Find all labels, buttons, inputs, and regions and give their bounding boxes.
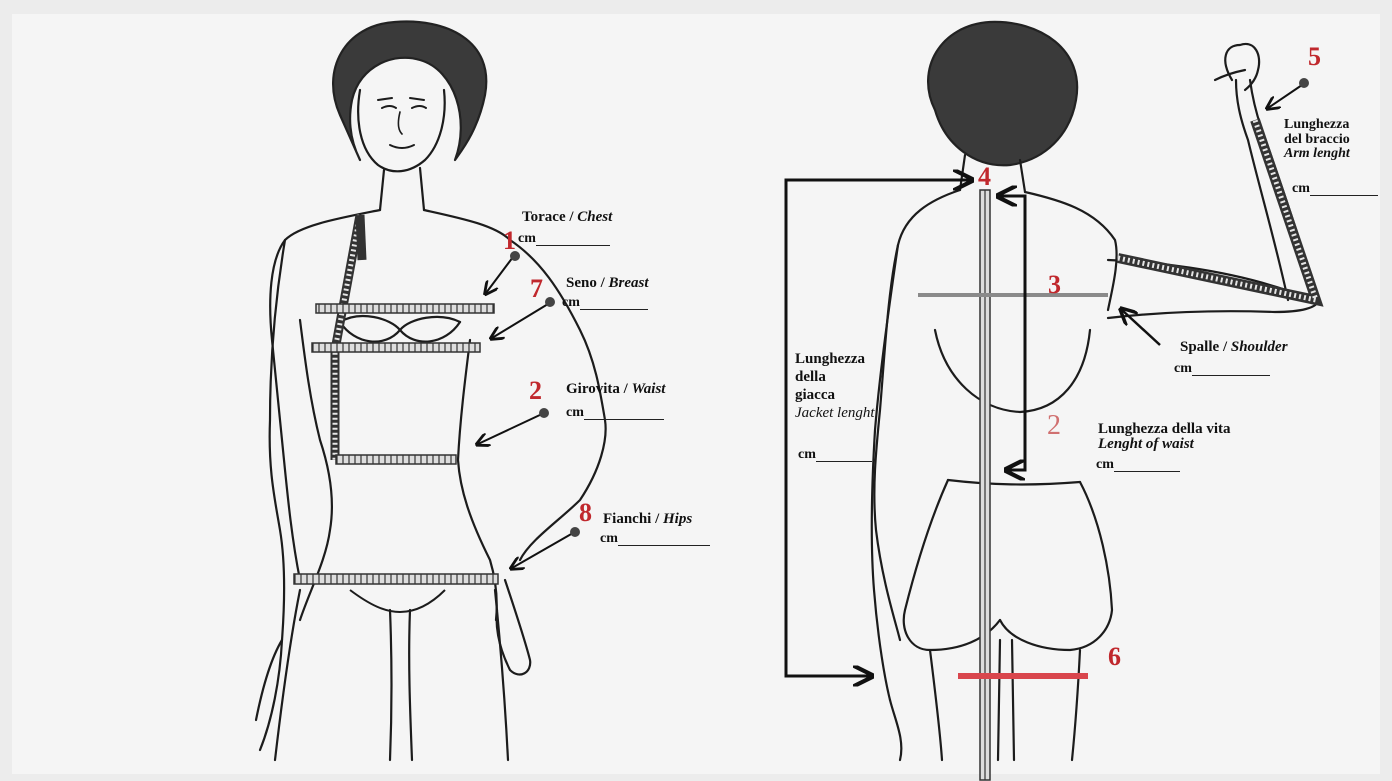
chest-number: 1 (503, 228, 516, 254)
chest-label-en: Chest (577, 209, 612, 225)
arm-label: Lunghezza del braccio Arm lenght (1284, 118, 1350, 162)
chest-label: Torace / Chest (522, 210, 612, 225)
waist-length-label: Lunghezza della vita Lenght of waist (1098, 422, 1231, 452)
hips-number: 8 (579, 500, 592, 526)
hips-label-sep: / (651, 511, 663, 527)
hips-label: Fianchi / Hips (603, 512, 692, 527)
arm-number: 5 (1308, 44, 1321, 70)
waist-input[interactable]: cm (566, 406, 664, 420)
shoulder-input[interactable]: cm (1174, 362, 1270, 376)
arm-label-it-2: del braccio (1284, 133, 1350, 148)
tape-spine (980, 190, 990, 780)
waist-length-number: 2 (1047, 412, 1061, 440)
chest-label-it: Torace (522, 209, 566, 225)
breast-label-it: Seno (566, 275, 597, 291)
hips-input[interactable]: cm (600, 532, 710, 546)
waist-label-en: Waist (632, 381, 666, 397)
jacket-input[interactable]: cm (798, 448, 872, 462)
waist-number: 2 (529, 378, 542, 404)
shoulder-label-it: Spalle (1180, 339, 1219, 355)
waist-length-input[interactable]: cm (1096, 458, 1180, 472)
waist-length-label-it: Lunghezza della vita (1098, 422, 1231, 437)
jacket-label-it-2: della (795, 368, 875, 386)
back-top-number: 4 (978, 164, 991, 190)
breast-unit: cm (562, 295, 580, 310)
tape-breast (312, 343, 480, 352)
breast-input[interactable]: cm (562, 296, 648, 310)
shoulder-number: 3 (1048, 272, 1061, 298)
chest-input[interactable]: cm (518, 232, 610, 246)
arm-label-it-1: Lunghezza (1284, 118, 1350, 133)
seat-number: 6 (1108, 644, 1121, 670)
waist-label-it: Girovita (566, 381, 620, 397)
tape-hips (294, 574, 498, 584)
waist-length-unit: cm (1096, 457, 1114, 472)
breast-label-sep: / (597, 275, 609, 291)
jacket-unit: cm (798, 447, 816, 462)
waist-label: Girovita / Waist (566, 382, 665, 397)
waist-length-label-en: Lenght of waist (1098, 437, 1231, 452)
shoulder-label-en: Shoulder (1231, 339, 1288, 355)
chest-unit: cm (518, 231, 536, 246)
tape-waist (336, 455, 456, 464)
arm-input[interactable]: cm (1292, 182, 1378, 196)
waist-unit: cm (566, 405, 584, 420)
arm-label-en: Arm lenght (1284, 147, 1350, 162)
waist-label-sep: / (620, 381, 632, 397)
shoulder-label-sep: / (1219, 339, 1231, 355)
breast-label-en: Breast (609, 275, 649, 291)
shoulder-unit: cm (1174, 361, 1192, 376)
jacket-label-en: Jacket lenght (795, 404, 875, 422)
jacket-label: Lunghezza della giacca Jacket lenght (795, 350, 875, 422)
chest-label-sep: / (566, 209, 578, 225)
arm-unit: cm (1292, 181, 1310, 196)
breast-label: Seno / Breast (566, 276, 649, 291)
tape-chest (316, 304, 494, 313)
hips-unit: cm (600, 531, 618, 546)
hips-label-en: Hips (663, 511, 692, 527)
hips-label-it: Fianchi (603, 511, 651, 527)
jacket-label-it-3: giacca (795, 386, 875, 404)
paper-background (12, 14, 1380, 774)
breast-number: 7 (530, 276, 543, 302)
shoulder-label: Spalle / Shoulder (1180, 340, 1288, 355)
jacket-label-it-1: Lunghezza (795, 350, 875, 368)
